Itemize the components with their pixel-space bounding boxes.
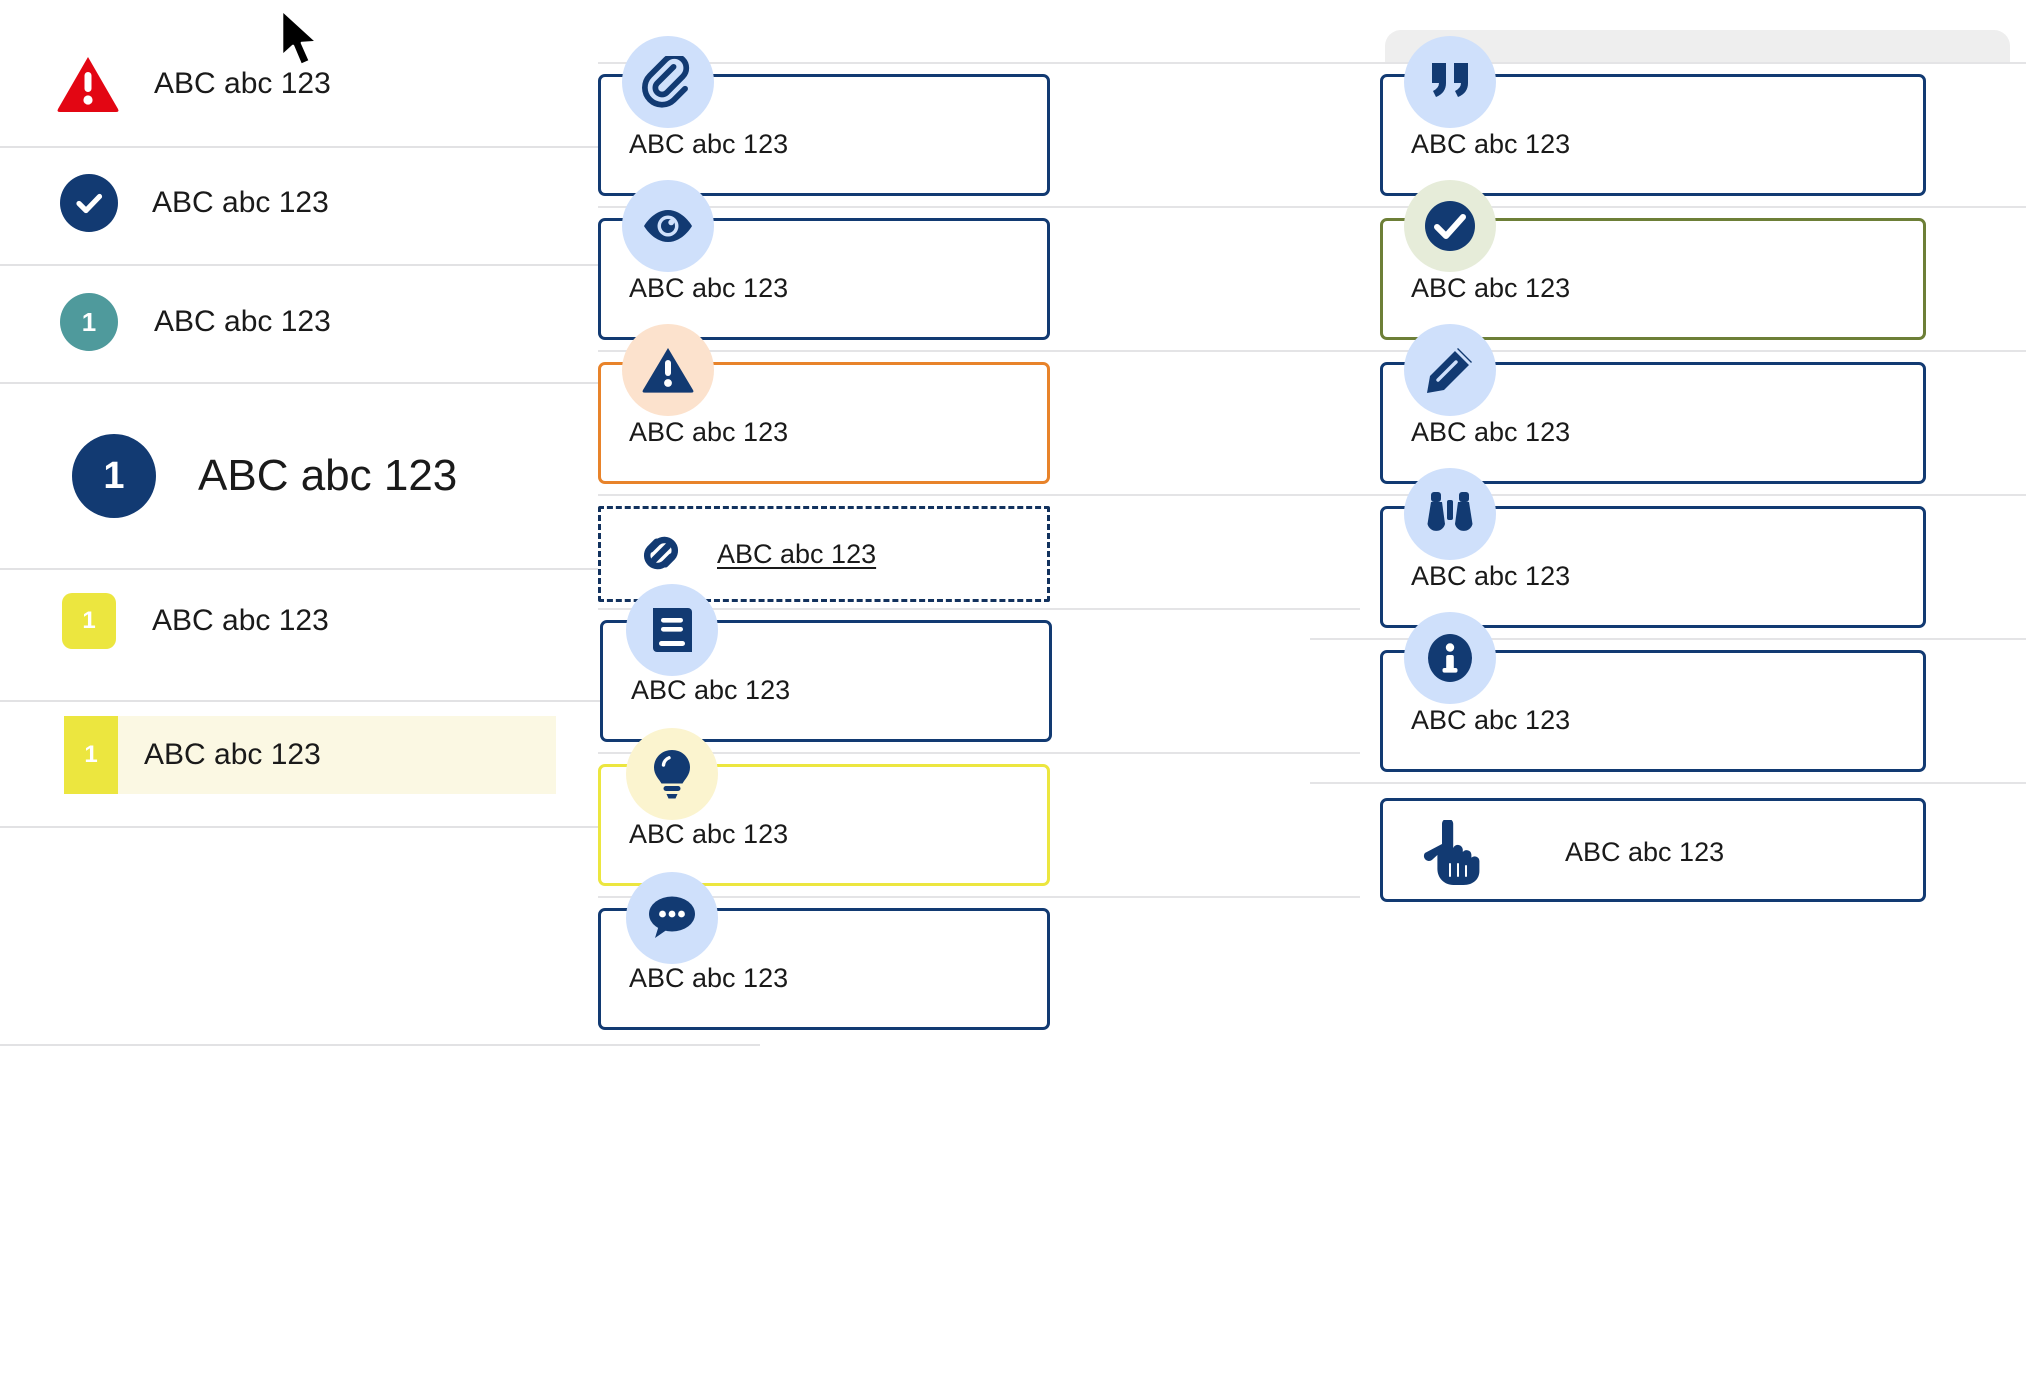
list-item[interactable]: ABC abc 123 xyxy=(0,172,760,234)
card-label: ABC abc 123 xyxy=(1411,705,1571,735)
card-divider xyxy=(1310,62,2026,64)
card-divider xyxy=(598,896,1360,898)
number-badge: 1 xyxy=(60,293,118,351)
binoculars-icon xyxy=(1404,468,1496,560)
list-divider xyxy=(0,1044,760,1046)
list-item-label: ABC abc 123 xyxy=(198,451,458,500)
pencil-icon xyxy=(1404,324,1496,416)
mouse-cursor xyxy=(278,8,324,70)
number-badge: 1 xyxy=(64,716,118,794)
card-divider xyxy=(1310,638,2026,640)
card-label: ABC abc 123 xyxy=(629,129,789,159)
card-label: ABC abc 123 xyxy=(1411,129,1571,159)
check-circle-icon xyxy=(1404,180,1496,272)
paperclip-icon xyxy=(622,36,714,128)
card-divider xyxy=(598,206,1360,208)
list-item-highlighted[interactable]: 1 ABC abc 123 xyxy=(64,716,556,794)
right-card-column: ABC abc 123 ABC abc 123 ABC abc 123 xyxy=(1310,0,2026,1392)
card-label: ABC abc 123 xyxy=(1565,837,1725,867)
check-circle-icon xyxy=(60,174,118,232)
list-divider xyxy=(0,382,760,384)
link-chain-icon xyxy=(630,522,692,584)
list-item-label: ABC abc 123 xyxy=(152,186,329,219)
list-item[interactable]: 1 ABC abc 123 xyxy=(0,592,760,650)
card-link-label[interactable]: ABC abc 123 xyxy=(717,539,877,569)
book-icon xyxy=(626,584,718,676)
list-divider xyxy=(0,700,760,702)
card-label: ABC abc 123 xyxy=(629,963,789,993)
card-divider xyxy=(598,494,1360,496)
list-item[interactable]: ABC abc 123 xyxy=(0,52,760,116)
callout-card-action[interactable]: ABC abc 123 xyxy=(1380,798,1926,902)
card-label: ABC abc 123 xyxy=(1411,417,1571,447)
list-item-label: ABC abc 123 xyxy=(152,604,329,637)
card-divider xyxy=(1310,350,2026,352)
info-circle-icon xyxy=(1404,612,1496,704)
card-label: ABC abc 123 xyxy=(1411,561,1571,591)
warning-triangle-icon xyxy=(56,55,120,113)
list-item-label: ABC abc 123 xyxy=(154,305,331,338)
list-divider xyxy=(0,264,760,266)
card-divider xyxy=(1310,494,2026,496)
callout-card-edit[interactable]: ABC abc 123 xyxy=(1380,362,1926,484)
card-label: ABC abc 123 xyxy=(1411,273,1571,303)
number-badge: 1 xyxy=(62,593,116,649)
middle-card-column: ABC abc 123 ABC abc 123 ABC abc 123 xyxy=(598,0,1380,1392)
card-label: ABC abc 123 xyxy=(629,819,789,849)
card-divider xyxy=(1310,206,2026,208)
card-divider xyxy=(598,608,1360,610)
quote-icon xyxy=(1404,36,1496,128)
list-divider xyxy=(0,568,760,570)
comment-bubble-icon xyxy=(626,872,718,964)
list-divider xyxy=(0,146,760,148)
card-divider xyxy=(1310,782,2026,784)
callout-card-link[interactable]: ABC abc 123 xyxy=(598,506,1050,602)
list-divider xyxy=(0,826,760,828)
number-badge: 1 xyxy=(72,434,156,518)
callout-card-comment[interactable]: ABC abc 123 xyxy=(598,908,1050,1030)
card-divider xyxy=(598,752,1360,754)
list-item-label: ABC abc 123 xyxy=(154,67,331,100)
eye-icon xyxy=(622,180,714,272)
card-divider xyxy=(598,62,1360,64)
list-item[interactable]: 1 ABC abc 123 xyxy=(0,432,760,520)
alert-triangle-icon xyxy=(622,324,714,416)
list-item-label: ABC abc 123 xyxy=(144,738,321,771)
card-label: ABC abc 123 xyxy=(629,273,789,303)
card-label: ABC abc 123 xyxy=(631,675,791,705)
lightbulb-icon xyxy=(626,728,718,820)
left-list-column: ABC abc 123 ABC abc 123 1 ABC abc 123 1 … xyxy=(0,0,760,1392)
card-divider xyxy=(598,350,1360,352)
pointing-hand-icon xyxy=(1420,820,1482,886)
card-label: ABC abc 123 xyxy=(629,417,789,447)
list-item[interactable]: 1 ABC abc 123 xyxy=(0,292,760,352)
